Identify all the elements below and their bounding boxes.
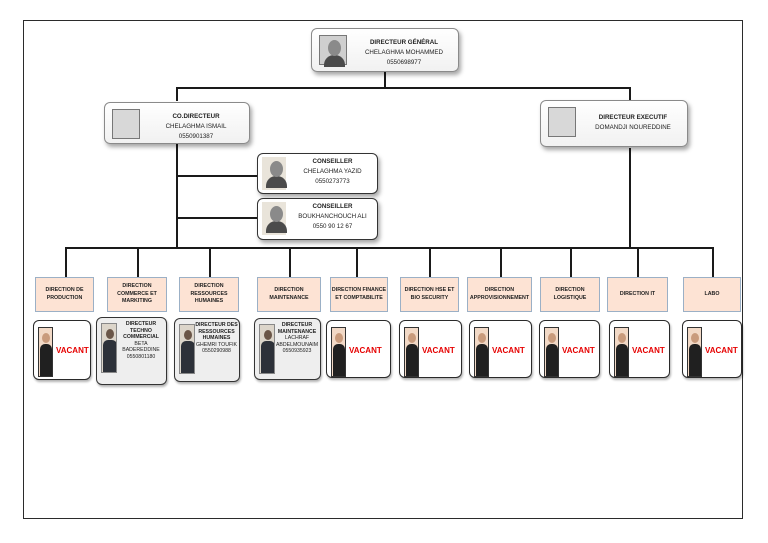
- leader-card[interactable]: DIRECTEUR MAINTENANCE LACHRAF ABDELMOUNA…: [254, 318, 321, 380]
- connector-line: [137, 247, 139, 277]
- vacant-label: VACANT: [492, 346, 525, 355]
- org-chart-frame: [23, 20, 743, 519]
- card-title: CONSEILLER: [312, 158, 353, 165]
- connector-line: [637, 247, 639, 277]
- dept-logistique[interactable]: DIRECTION LOGISTIQUE: [540, 277, 600, 312]
- vacant-slot[interactable]: VACANT: [33, 320, 91, 380]
- directeur-executif-card[interactable]: DIRECTEUR EXECUTIF DOMANDJI NOUREDDINE: [540, 100, 688, 147]
- card-title: DIRECTEUR DES RESSOURCES HUMAINES: [195, 322, 238, 342]
- card-text: DIRECTEUR MAINTENANCE LACHRAF ABDELMOUNA…: [275, 322, 319, 355]
- connector-line: [176, 143, 178, 248]
- card-name: DOMANDJI NOUREDDINE: [595, 124, 671, 131]
- card-phone: 0550698977: [386, 59, 422, 66]
- connector-line: [209, 247, 211, 277]
- connector-line: [176, 217, 257, 219]
- dept-approvisionnement[interactable]: DIRECTION APPROVISIONNEMENT: [467, 277, 532, 312]
- avatar: [548, 107, 576, 137]
- person-silhouette-icon: [474, 327, 489, 377]
- card-text: CONSEILLER CHELAGHMA YAZID 0550273773: [290, 157, 375, 187]
- avatar: [262, 157, 287, 190]
- card-title: DIRECTEUR EXECUTIF: [598, 114, 668, 121]
- connector-line: [500, 247, 502, 277]
- card-phone: 0550273773: [315, 178, 350, 185]
- card-text: CONSEILLER BOUKHANCHOUCH ALI 0550 90 12 …: [290, 202, 375, 232]
- dept-it[interactable]: DIRECTION IT: [607, 277, 668, 312]
- connector-line: [65, 247, 67, 277]
- co-directeur-card[interactable]: CO.DIRECTEUR CHELAGHMA ISMAIL 0550901387: [104, 102, 250, 144]
- card-title: DIRECTEUR GÉNÉRAL: [369, 39, 439, 46]
- connector-line: [289, 247, 291, 277]
- connector-line: [356, 247, 358, 277]
- card-name: CHELAGHMA ISMAIL: [165, 123, 227, 130]
- dept-production[interactable]: DIRECTION DE PRODUCTION: [35, 277, 94, 312]
- card-name: CHELAGHMA MOHAMMED: [364, 49, 444, 56]
- vacant-label: VACANT: [422, 346, 455, 355]
- conseiller-card[interactable]: CONSEILLER BOUKHANCHOUCH ALI 0550 90 12 …: [257, 198, 378, 240]
- card-text: DIRECTEUR EXECUTIF DOMANDJI NOUREDDINE: [581, 113, 685, 133]
- vacant-slot[interactable]: VACANT: [469, 320, 532, 378]
- directeur-general-card[interactable]: DIRECTEUR GÉNÉRAL CHELAGHMA MOHAMMED 055…: [311, 28, 459, 72]
- avatar: [101, 323, 117, 373]
- dept-hse[interactable]: DIRECTION HSE ET BIO SECURITY: [400, 277, 459, 312]
- connector-line: [176, 87, 630, 89]
- vacant-label: VACANT: [349, 346, 382, 355]
- dept-commerce-marketing[interactable]: DIRECTION COMMERCE ET MARKITING: [107, 277, 167, 312]
- connector-line: [65, 247, 714, 249]
- card-phone: 0550290988: [202, 348, 231, 355]
- card-title: DIRECTEUR MAINTENANCE: [277, 322, 317, 335]
- card-name: CHELAGHMA YAZID: [303, 168, 362, 175]
- card-name: GHEMRI TOUFIK: [195, 341, 238, 348]
- vacant-slot[interactable]: VACANT: [609, 320, 670, 378]
- person-silhouette-icon: [331, 327, 346, 377]
- connector-line: [176, 87, 178, 101]
- avatar: [179, 324, 195, 374]
- card-title: DIRECTEUR TECHNO COMMERCIAL: [123, 321, 159, 341]
- card-text: DIRECTEUR GÉNÉRAL CHELAGHMA MOHAMMED 055…: [352, 38, 456, 68]
- person-silhouette-icon: [687, 327, 702, 377]
- dept-labo[interactable]: LABO: [683, 277, 741, 312]
- vacant-label: VACANT: [562, 346, 595, 355]
- connector-line: [629, 148, 631, 248]
- conseiller-card[interactable]: CONSEILLER CHELAGHMA YAZID 0550273773: [257, 153, 378, 194]
- card-title: CO.DIRECTEUR: [172, 113, 220, 120]
- person-silhouette-icon: [38, 327, 53, 377]
- card-name: BETA BADEREDDINE: [122, 340, 160, 354]
- vacant-label: VACANT: [632, 346, 665, 355]
- person-silhouette-icon: [614, 327, 629, 377]
- card-phone: 0550901387: [178, 133, 214, 140]
- dept-maintenance[interactable]: DIRECTION MAINTENANCE: [257, 277, 321, 312]
- connector-line: [429, 247, 431, 277]
- leader-card[interactable]: DIRECTEUR DES RESSOURCES HUMAINES GHEMRI…: [174, 318, 240, 382]
- connector-line: [176, 175, 257, 177]
- vacant-slot[interactable]: VACANT: [539, 320, 600, 378]
- card-name: BOUKHANCHOUCH ALI: [298, 213, 367, 220]
- card-phone: 0550801180: [126, 353, 156, 360]
- connector-line: [570, 247, 572, 277]
- card-phone: 0550 90 12 67: [312, 223, 353, 230]
- vacant-label: VACANT: [705, 346, 738, 355]
- card-title: CONSEILLER: [312, 203, 353, 210]
- avatar: [112, 109, 140, 139]
- person-silhouette-icon: [544, 327, 559, 377]
- connector-line: [629, 87, 631, 100]
- dept-ressources-humaines[interactable]: DIRECTION RESSOURCES HUMAINES: [179, 277, 239, 312]
- avatar: [319, 35, 347, 67]
- avatar: [259, 324, 275, 374]
- card-text: DIRECTEUR TECHNO COMMERCIAL BETA BADERED…: [117, 321, 165, 361]
- card-text: DIRECTEUR DES RESSOURCES HUMAINES GHEMRI…: [195, 322, 238, 355]
- dept-finance[interactable]: DIRECTION FINANCE ET COMPTABILITE: [330, 277, 388, 312]
- vacant-slot[interactable]: VACANT: [399, 320, 462, 378]
- vacant-slot[interactable]: VACANT: [682, 320, 742, 378]
- connector-line: [384, 72, 386, 88]
- vacant-slot[interactable]: VACANT: [326, 320, 391, 378]
- person-silhouette-icon: [404, 327, 419, 377]
- card-name: LACHRAF ABDELMOUNAIM: [275, 335, 319, 348]
- connector-line: [712, 247, 714, 277]
- avatar: [262, 202, 287, 235]
- vacant-label: VACANT: [56, 346, 89, 355]
- card-text: CO.DIRECTEUR CHELAGHMA ISMAIL 0550901387: [145, 112, 247, 142]
- leader-card[interactable]: DIRECTEUR TECHNO COMMERCIAL BETA BADERED…: [96, 317, 167, 385]
- card-phone: 0550935923: [282, 348, 312, 355]
